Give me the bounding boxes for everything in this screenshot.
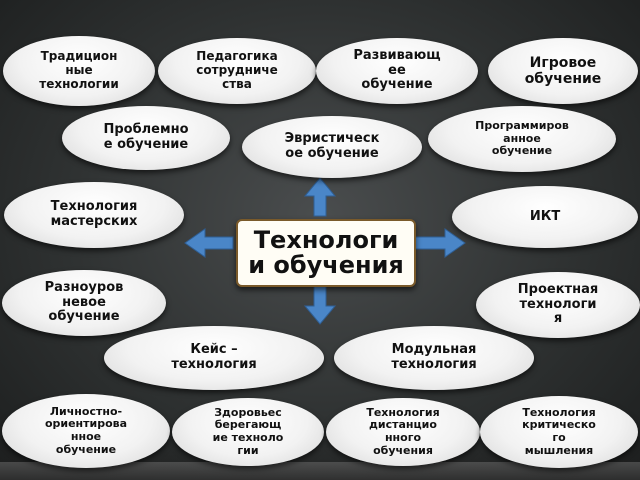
node-developing-learning: Развивающ ее обучение	[316, 38, 478, 104]
node-project-technology: Проектная технологи я	[476, 272, 640, 338]
node-cooperation-pedagogy: Педагогика сотрудниче ства	[158, 38, 316, 104]
arrow-up	[305, 178, 335, 216]
node-programmed-learning: Программиров анное обучение	[428, 106, 616, 172]
arrow-left	[185, 229, 233, 257]
node-health-saving-technologies: Здоровьес берегающ ие техноло гии	[172, 398, 324, 466]
node-problem-learning: Проблемно е обучение	[62, 106, 230, 170]
node-multilevel-learning: Разноуров невое обучение	[2, 270, 166, 336]
arrow-right	[415, 229, 465, 257]
node-distance-learning-technology: Технология дистанцио нного обучения	[326, 398, 480, 466]
node-game-learning: Игровое обучение	[488, 38, 638, 104]
node-traditional-technologies: Традицион ные технологии	[3, 36, 155, 106]
node-workshop-technology: Технология мастерских	[4, 182, 184, 248]
node-heuristic-learning: Эвристическ ое обучение	[242, 116, 422, 178]
node-critical-thinking-technology: Технология критическо го мышления	[480, 396, 638, 468]
node-ict: ИКТ	[452, 186, 638, 248]
center-learning-technologies: Технологи и обучения	[236, 219, 416, 287]
node-case-technology: Кейс – технология	[104, 326, 324, 390]
node-personality-oriented-learning: Личностно- ориентирова нное обучение	[2, 394, 170, 468]
node-modular-technology: Модульная технология	[334, 326, 534, 390]
arrow-down	[305, 286, 335, 324]
